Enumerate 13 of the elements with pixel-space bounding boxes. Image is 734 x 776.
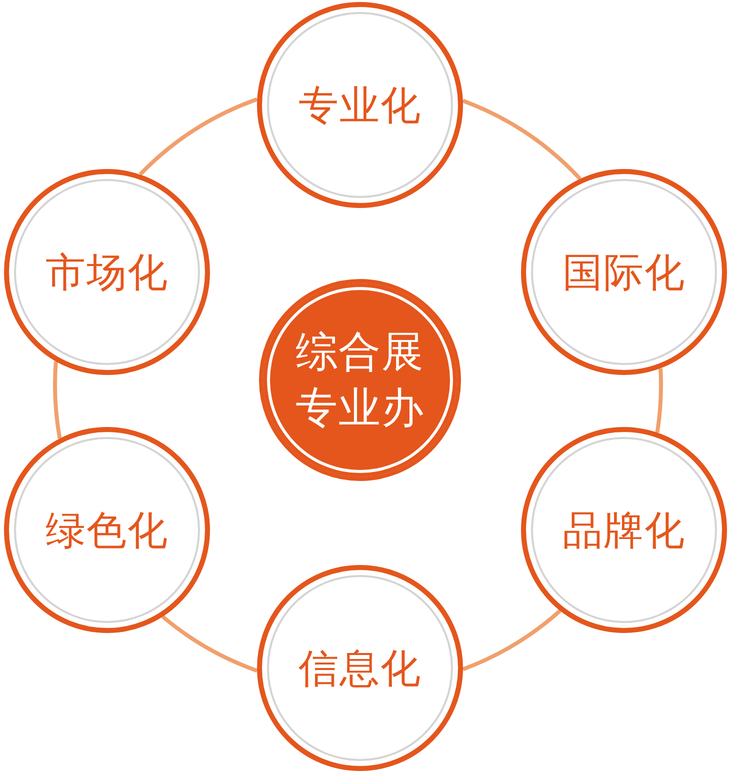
topic-label: 绿色化 (46, 506, 168, 556)
ring-arc (462, 609, 562, 672)
ring-arc (655, 368, 663, 433)
ring-arc (462, 98, 582, 180)
topic-label: 市场化 (46, 248, 168, 298)
ring-arc (138, 97, 258, 176)
topic-label: 国际化 (562, 248, 686, 298)
center-label: 综合展专业办 (294, 326, 426, 434)
ring-arc (53, 361, 62, 439)
ring-arc (161, 615, 258, 673)
topic-label: 品牌化 (562, 506, 686, 556)
topic-label: 专业化 (298, 82, 422, 130)
topic-label: 信息化 (298, 644, 422, 694)
